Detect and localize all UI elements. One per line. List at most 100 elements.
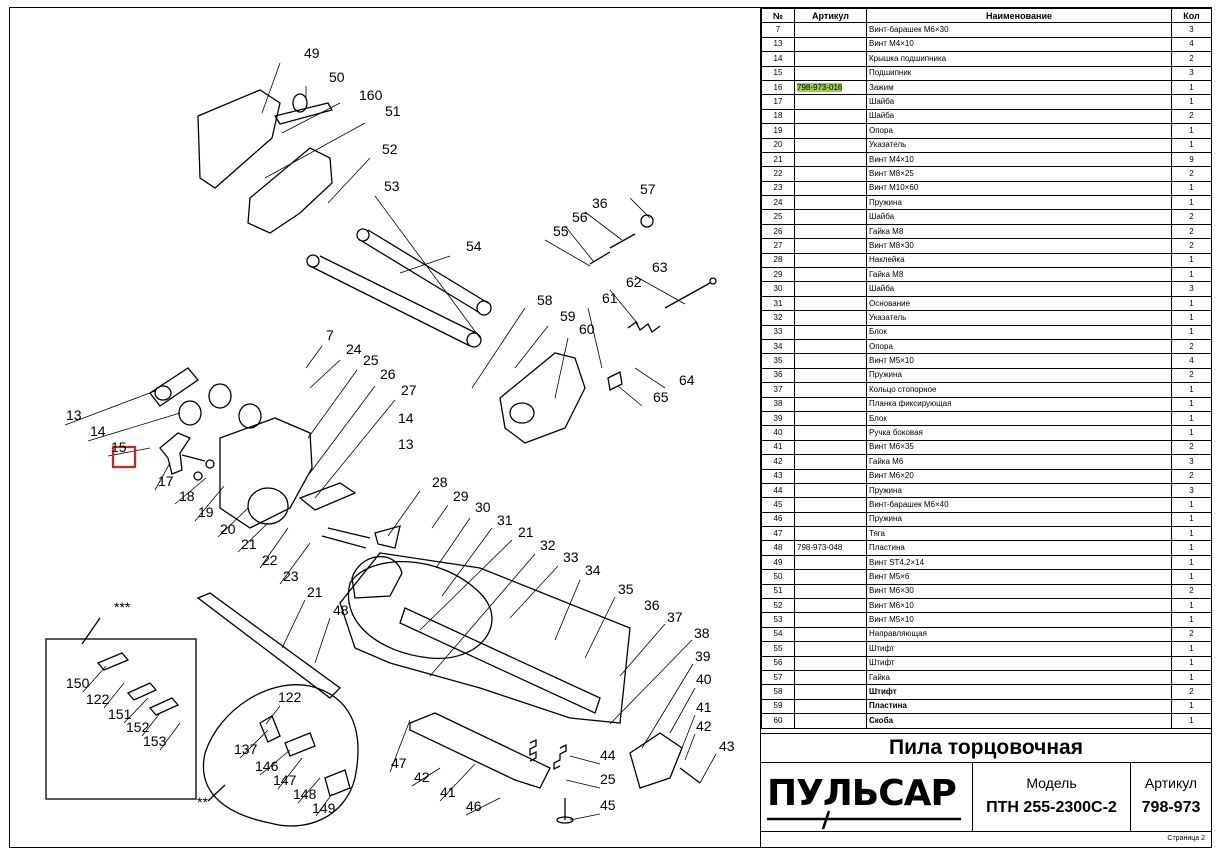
- cell-qty-text: 1: [1189, 615, 1194, 625]
- cell-article: [794, 195, 867, 211]
- cell-qty-text: 2: [1189, 212, 1194, 222]
- subassembly-outline: [202, 684, 359, 827]
- cell-no-text: 57: [773, 672, 783, 682]
- cell-no: 18: [761, 108, 795, 125]
- cell-article: [794, 94, 867, 110]
- cell-qty-text: 1: [1189, 125, 1194, 135]
- cell-name-text: Тяга: [869, 528, 885, 538]
- cell-article: [794, 583, 867, 600]
- cell-qty-text: 2: [1189, 471, 1194, 481]
- cell-qty-text: 3: [1189, 456, 1194, 466]
- cell-qty: 1: [1171, 425, 1212, 441]
- callout-21: 21: [518, 524, 534, 540]
- cell-name: Пружина: [866, 367, 1172, 384]
- head-housing-part: [219, 417, 313, 529]
- callout-17: 17: [158, 473, 174, 489]
- cell-no: 32: [761, 310, 795, 326]
- cell-name: Ручка боковая: [866, 425, 1172, 441]
- callout-64: 64: [679, 372, 695, 388]
- cell-qty: 1: [1171, 598, 1212, 614]
- callout-40: 40: [696, 671, 712, 687]
- cell-qty: 1: [1171, 612, 1212, 628]
- cell-qty-text: 2: [1189, 240, 1194, 250]
- cell-no: 24: [761, 195, 795, 211]
- cell-no-text: 30: [773, 284, 783, 294]
- cell-no: 25: [761, 209, 795, 225]
- cell-no-text: 14: [773, 53, 783, 63]
- callout-50: 50: [329, 69, 345, 85]
- bearing-cover-part: [149, 367, 199, 407]
- sticker-part: [374, 525, 401, 549]
- cell-no-text: 24: [773, 197, 783, 207]
- callout-13: 13: [66, 407, 82, 423]
- callout-148: 148: [293, 786, 317, 802]
- callout-59: 59: [560, 308, 576, 324]
- cell-no: 20: [761, 137, 795, 153]
- cell-no: 17: [761, 94, 795, 110]
- cell-no-text: 17: [773, 97, 783, 107]
- callout-153: 153: [143, 733, 167, 749]
- cell-name: Крышка подшипника: [866, 51, 1172, 67]
- cell-name-text: Винт М8×25: [869, 168, 914, 178]
- cell-name-text: Винт-барашек М6×40: [869, 499, 949, 509]
- cell-name-text: Винт М4×10: [869, 39, 914, 49]
- cell-article: [794, 598, 867, 614]
- lever-part: [409, 712, 551, 789]
- callout-53: 53: [384, 178, 400, 194]
- callout-25b: 25: [600, 771, 616, 787]
- callout-41b: 41: [440, 784, 456, 800]
- cell-no: 49: [761, 554, 795, 571]
- cell-name: Гайка М8: [866, 267, 1172, 283]
- group-mark: **: [197, 794, 208, 810]
- cell-name: Гайка М6: [866, 454, 1172, 470]
- callout-152: 152: [126, 719, 150, 735]
- callout-147: 147: [273, 772, 297, 788]
- cell-name-text: Винт М6×30: [869, 586, 914, 596]
- cell-name: Шайба: [866, 209, 1172, 225]
- cell-no-text: 56: [773, 658, 783, 668]
- cell-no: 15: [761, 65, 795, 81]
- cell-qty-text: 1: [1189, 514, 1194, 524]
- cell-article: [794, 511, 867, 528]
- bearing-part: [208, 383, 232, 409]
- cell-qty: 1: [1171, 94, 1212, 110]
- cell-qty-text: 2: [1189, 226, 1194, 236]
- cell-name-text: Планка фиксирующая: [869, 399, 952, 409]
- cell-qty: 3: [1171, 482, 1212, 499]
- cell-name: Винт М6×10: [866, 598, 1172, 614]
- callout-24: 24: [346, 341, 362, 357]
- cell-no-text: 34: [773, 341, 783, 351]
- cell-name-text: Основание: [869, 298, 911, 308]
- cell-article: [794, 223, 867, 240]
- cell-no: 59: [761, 698, 795, 715]
- cell-article: [794, 51, 867, 67]
- cell-name-text: Винт М4×10: [869, 154, 914, 164]
- cell-qty: 2: [1171, 583, 1212, 600]
- cell-qty: 2: [1171, 51, 1212, 67]
- cell-no-text: 48: [773, 543, 783, 553]
- cell-no: 28: [761, 252, 795, 269]
- cell-name-text: Указатель: [869, 312, 907, 322]
- callout-27: 27: [401, 382, 417, 398]
- cell-article: [794, 497, 867, 513]
- header-name: Наименование: [866, 7, 1172, 24]
- cell-qty-text: 1: [1189, 298, 1194, 308]
- arm-cover-part: [197, 89, 281, 189]
- cell-no: 60: [761, 713, 795, 729]
- cell-article: [794, 698, 867, 715]
- cell-no-text: 58: [773, 687, 783, 697]
- cell-qty-text: 3: [1189, 25, 1194, 35]
- callout-25: 25: [363, 352, 379, 368]
- cell-name: Пружина: [866, 511, 1172, 528]
- cell-name: Планка фиксирующая: [866, 396, 1172, 412]
